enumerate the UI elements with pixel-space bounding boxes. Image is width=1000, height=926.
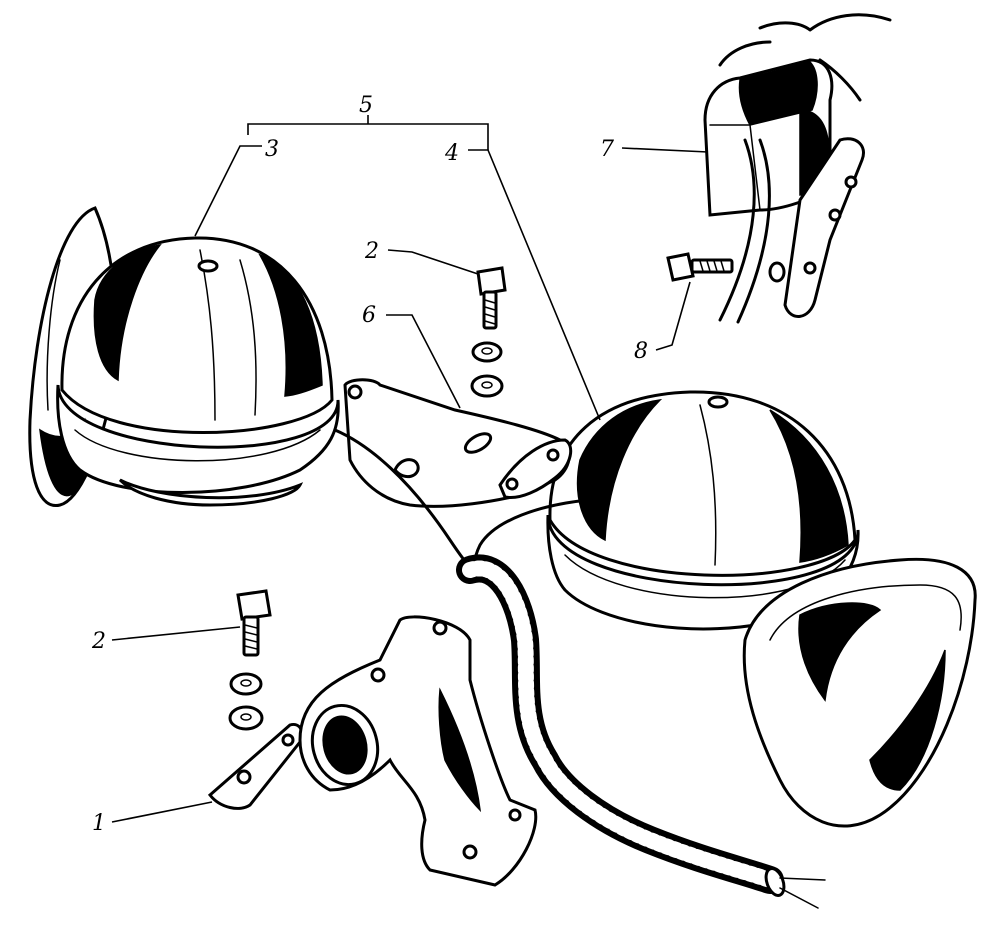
callout-1: 1 [92, 811, 106, 836]
left-horn [28, 206, 340, 507]
leader-7 [621, 147, 709, 153]
callout-labels: 5 3 4 2 6 7 8 2 1 [91, 93, 648, 836]
leader-8 [655, 281, 691, 351]
leader-1 [111, 801, 213, 823]
leader-4 [468, 149, 601, 421]
wire-harness [333, 428, 826, 909]
lower-bolt-set [228, 589, 272, 731]
right-horn [546, 390, 977, 828]
leader-6 [386, 314, 461, 409]
callout-7: 7 [600, 137, 614, 162]
leader-2-lower [111, 626, 241, 641]
callout-3: 3 [265, 137, 279, 162]
callout-8: 8 [634, 339, 648, 364]
horn-bracket [343, 378, 573, 508]
leader-2-upper [387, 249, 479, 275]
upper-bolt-set [470, 266, 507, 398]
callout-5: 5 [359, 93, 373, 118]
callout-6: 6 [362, 303, 376, 328]
callout-4: 4 [444, 141, 459, 166]
relay-screw [666, 252, 734, 282]
group-brace-5 [247, 115, 489, 150]
leader-lines [111, 145, 709, 823]
callout-2-lower: 2 [91, 629, 106, 654]
callout-2-upper: 2 [364, 239, 379, 264]
leader-3 [194, 145, 262, 237]
horn-relay [703, 13, 892, 324]
mounting-bracket [207, 615, 538, 887]
